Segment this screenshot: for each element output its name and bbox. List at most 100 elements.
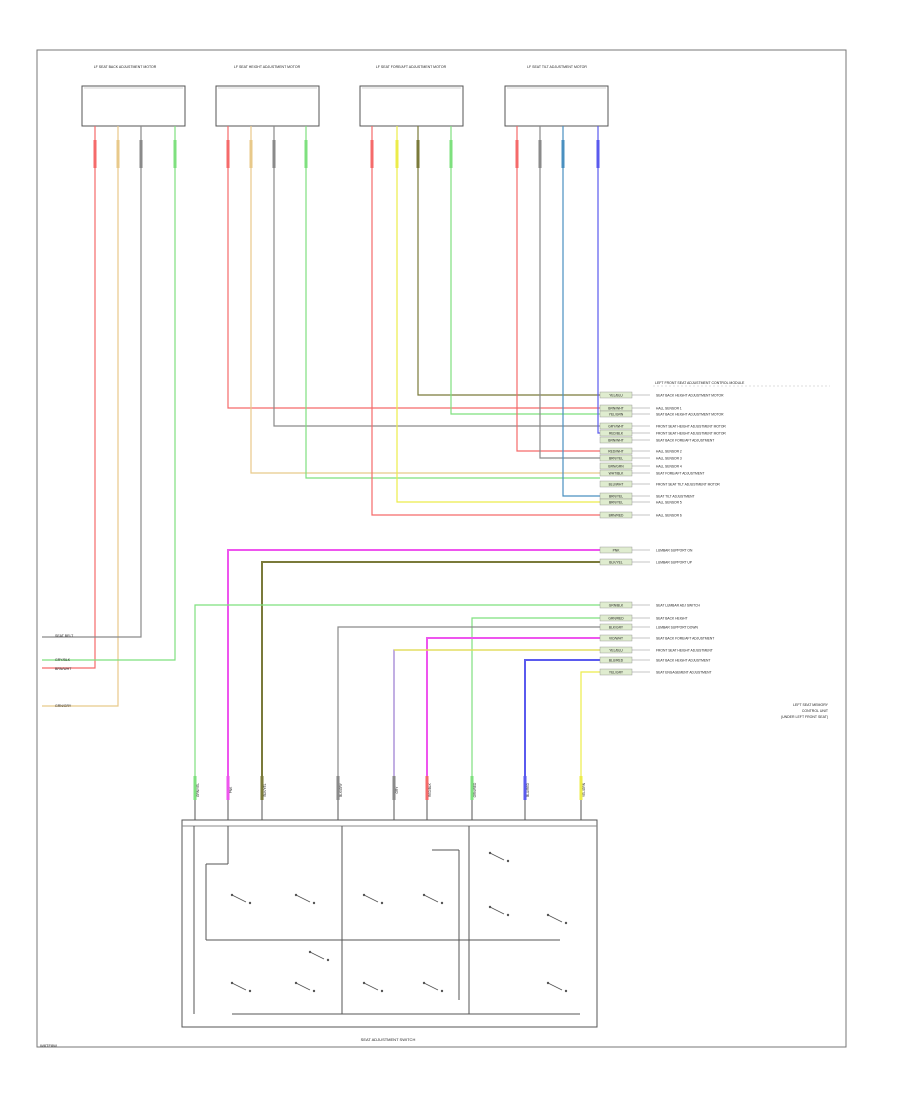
module-pin-label: SEAT BACK FORE/AFT ADJUSTMENT <box>656 438 714 442</box>
module-pin-wire-code: GRN/BLK <box>609 603 624 607</box>
module-pin-label: SEAT BACK FORE/AFT ADJUSTMENT <box>656 636 714 640</box>
connector-4-body <box>504 85 609 127</box>
switch-contact-lever <box>489 852 505 861</box>
module-pin-wire-code: BRN/RED <box>609 513 624 517</box>
switch-contact-terminal <box>248 901 252 905</box>
lumbar-wires <box>227 549 600 800</box>
module-pin-wire-code: YEL/GRY <box>609 670 624 674</box>
module-pin-wire-code: GRN/RED <box>608 616 624 620</box>
module-note-line-2: CONTROL UNIT <box>802 709 829 713</box>
wires-connector-3 <box>371 126 600 516</box>
module-pin-wire-code: BRN/WHT <box>608 406 623 410</box>
module-pin-label: HALL SENSOR 3 <box>656 456 682 460</box>
switch-contact-lever <box>295 982 311 991</box>
switch-contact-terminal <box>380 901 384 905</box>
module-pin-label: SEAT ENGAGEMENT ADJUSTMENT <box>656 670 712 674</box>
figure-code: W8TF8W <box>40 1043 57 1048</box>
switch-contact-terminal <box>380 989 384 993</box>
connector-4: LF SEAT TILT ADJUSTMENT MOTOR <box>504 65 609 127</box>
connector-1-body <box>81 85 186 127</box>
module-pin-wire-code: VIO/WHT <box>609 636 623 640</box>
module-pin-wire-code: YEL/BLU <box>609 648 623 652</box>
switch-contact-terminal <box>248 989 252 993</box>
switch-contact-terminal <box>312 989 316 993</box>
switch-contact-terminal <box>506 913 510 917</box>
switch-wire-label: YEL/GRN <box>582 782 586 797</box>
module-pin-label: SEAT BACK HEIGHT ADJUSTMENT MOTOR <box>656 412 724 416</box>
switch-contact-terminal <box>440 901 444 905</box>
switch-contact-terminal <box>564 989 568 993</box>
switch-contact-lever <box>363 982 379 991</box>
wires-connector-1 <box>42 126 176 707</box>
module-pin-label: SEAT BACK HEIGHT ADJUSTMENT <box>656 658 710 662</box>
switch-contact-lever <box>423 894 439 903</box>
switch-contact-lever <box>309 951 325 960</box>
module-pin-label: LUMBAR SUPPORT DOWN <box>656 625 698 629</box>
connector-3-body <box>359 85 464 127</box>
module-pin-wire-code: BLK/YEL <box>609 560 623 564</box>
module-pin-wire-code: RED/BLK <box>609 431 624 435</box>
switch-contacts <box>230 851 568 993</box>
diagram-frame <box>36 49 847 1048</box>
connector-1-label: LF SEAT BACK ADJUSTMENT MOTOR <box>94 65 157 69</box>
switch-wire-label: GRY <box>395 786 399 794</box>
switch-contact-lever <box>231 894 247 903</box>
connector-1: LF SEAT BACK ADJUSTMENT MOTOR <box>81 65 186 127</box>
module-pin-wire-code: BLU/WHT <box>609 482 624 486</box>
module-pin-wire-code: BRN/YEL <box>609 500 623 504</box>
module-pin-wire-code: BRN/YEL <box>609 494 623 498</box>
module-pin-wire-code: BRN/GRN <box>608 464 624 468</box>
module-pin-wire-code: PNK <box>613 548 621 552</box>
switch-contact-lever <box>547 914 563 923</box>
connector-2-label: LF SEAT HEIGHT ADJUSTMENT MOTOR <box>234 65 301 69</box>
module-note-line-1: LEFT SEAT MEMORY <box>793 703 829 707</box>
left-pin-3: BRN/WHT <box>55 667 72 671</box>
left-pin-2: GRY/BLK <box>55 658 71 662</box>
module-pin-label: HALL SENSOR 2 <box>656 449 682 453</box>
module-pin-label: FRONT SEAT HEIGHT ADJUSTMENT <box>656 648 713 652</box>
switch-wire-label: PNK <box>229 786 233 793</box>
left-pin-4: GRN/GRY <box>55 704 72 708</box>
switch-contact-lever <box>489 906 505 915</box>
connector-3: LF SEAT FORE/AFT ADJUSTMENT MOTOR <box>359 65 464 127</box>
module-pin-wire-code: BLU/RED <box>609 658 624 662</box>
left-pin-1: SEAT BELT <box>55 634 74 638</box>
module-pin-wire-code: BRN/WHT <box>608 438 623 442</box>
switch-wire-label: RED/BLK <box>428 782 432 797</box>
switch-wires <box>194 604 600 800</box>
module-pin-label: SEAT FORE/AFT ADJUSTMENT <box>656 471 704 475</box>
switch-wire-label: GRN/RED <box>473 782 477 797</box>
connector-2-body <box>215 85 320 127</box>
switch-contact-terminal <box>564 921 568 925</box>
switch-body <box>181 819 598 1028</box>
module-title: LEFT FRONT SEAT ADJUSTMENT CONTROL MODUL… <box>655 381 745 385</box>
module-pin-label: HALL SENSOR 6 <box>656 513 682 517</box>
wires-connector-2 <box>227 126 600 479</box>
switch-wire-label: BLK/GRY <box>339 782 343 797</box>
switch-contact-terminal <box>326 958 330 962</box>
module-note-line-3: (UNDER LEFT FRONT SEAT) <box>781 715 828 719</box>
module-pin-label: FRONT SEAT HEIGHT ADJUSTMENT MOTOR <box>656 431 726 435</box>
module-pin-wire-code: GRY/WHT <box>608 424 624 428</box>
module-pin-label: SEAT BACK HEIGHT ADJUSTMENT MOTOR <box>656 393 724 397</box>
module-pin-label: HALL SENSOR 4 <box>656 464 682 468</box>
module-pin-label: HALL SENSOR 5 <box>656 500 682 504</box>
module-pin-wire-code: RED/WHT <box>608 449 623 453</box>
module-pin-label: FRONT SEAT HEIGHT ADJUSTMENT MOTOR <box>656 424 726 428</box>
module-pin-wire-code: YEL/GRN <box>609 412 624 416</box>
module-pin-wire-code: BLK/GRY <box>609 625 624 629</box>
switch-wire-label: BLK/YEL <box>263 783 267 796</box>
wires-connector-4 <box>516 126 600 497</box>
switch-contact-lever <box>423 982 439 991</box>
switch-contact-lever <box>231 982 247 991</box>
module-note: LEFT SEAT MEMORY CONTROL UNIT (UNDER LEF… <box>781 703 829 719</box>
switch-contact-terminal <box>506 859 510 863</box>
module-pin-label: SEAT BACK HEIGHT <box>656 616 688 620</box>
connector-pin-stubs <box>93 140 600 168</box>
switch-contact-lever <box>295 894 311 903</box>
left-pins: SEAT BELT GRY/BLK BRN/WHT GRN/GRY <box>55 634 74 708</box>
